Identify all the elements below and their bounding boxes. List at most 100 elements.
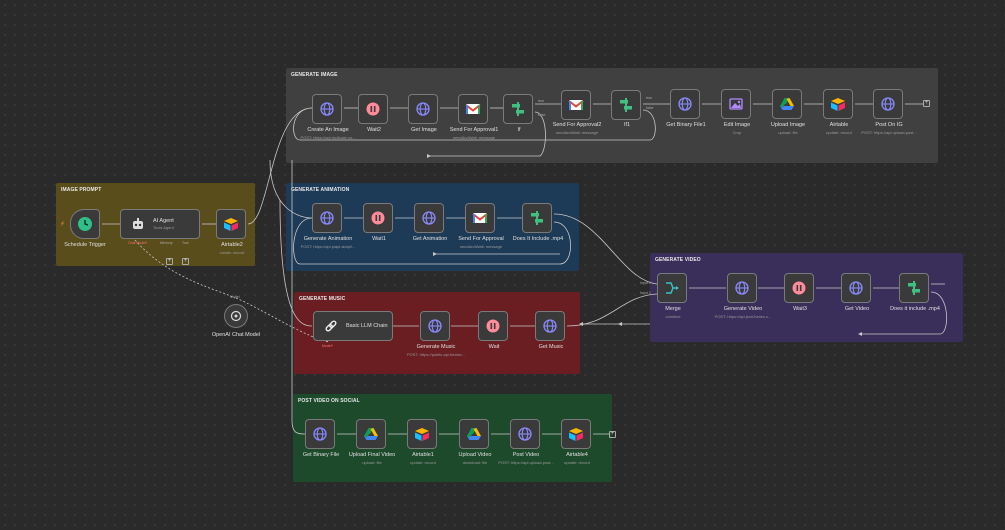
merge-node[interactable] <box>657 273 687 303</box>
send-approval-node[interactable] <box>465 203 495 233</box>
node-sub: download: file <box>462 460 488 465</box>
get-image-node[interactable] <box>408 94 438 124</box>
send-approval1-node[interactable] <box>458 94 488 124</box>
add-node-button[interactable]: + <box>923 100 930 107</box>
group-title: GENERATE VIDEO <box>655 257 701 263</box>
merge-input2-port[interactable]: Input 2 <box>640 291 651 295</box>
globe-icon <box>541 317 559 335</box>
node-label: Airtable2 <box>221 242 243 248</box>
does-it-include-mp4-video-node[interactable] <box>899 273 929 303</box>
robot-icon <box>129 215 147 233</box>
memory-port[interactable]: Memory <box>160 241 173 245</box>
false-branch-label: false <box>538 113 546 117</box>
airtable1-node[interactable] <box>407 419 437 449</box>
generate-animation-node[interactable] <box>312 203 342 233</box>
wait1-node[interactable] <box>363 203 393 233</box>
node-label: Generate Music <box>416 344 456 350</box>
globe-icon <box>420 209 438 227</box>
node-label: Airtable1 <box>412 452 434 458</box>
node-label: Send For Approval <box>458 236 504 242</box>
get-animation-node[interactable] <box>414 203 444 233</box>
node-label: Wait3 <box>793 306 807 312</box>
globe-icon <box>318 100 336 118</box>
gmail-icon <box>567 96 585 114</box>
wait-node[interactable] <box>478 311 508 341</box>
wait2-node[interactable] <box>358 94 388 124</box>
node-label: If1 <box>623 122 631 128</box>
openai-icon <box>227 307 245 325</box>
node-sub: POST: https://api.replicate.co... <box>300 135 356 140</box>
trigger-bolt-icon: ⚡ <box>60 221 65 228</box>
group-title: POST VIDEO ON SOCIAL <box>298 398 360 404</box>
generate-video-node[interactable] <box>727 273 757 303</box>
node-label: Get Music <box>538 344 564 350</box>
post-video-node[interactable] <box>510 419 540 449</box>
does-it-include-mp4-node[interactable] <box>522 203 552 233</box>
ai-agent-node[interactable]: AI Agent Tools Agent <box>120 209 200 239</box>
add-tool-button[interactable]: + <box>182 258 189 265</box>
node-label: Merge <box>665 306 681 312</box>
airtable-icon <box>413 425 431 443</box>
group-title: GENERATE ANIMATION <box>291 187 350 193</box>
basic-llm-chain-node[interactable]: Basic LLM Chain <box>313 311 393 341</box>
airtable-node[interactable] <box>823 89 853 119</box>
if-icon <box>905 279 923 297</box>
node-label: Wait <box>488 344 500 350</box>
node-label: Get Binary File <box>302 452 340 458</box>
clock-icon <box>76 215 94 233</box>
upload-final-video-node[interactable] <box>356 419 386 449</box>
group-title: GENERATE MUSIC <box>299 296 346 302</box>
node-label: AI Agent <box>153 218 174 224</box>
upload-image-node[interactable] <box>772 89 802 119</box>
node-label: Post Video <box>512 452 540 458</box>
edit-image-node[interactable] <box>721 89 751 119</box>
globe-icon <box>516 425 534 443</box>
node-sub: POST: https://api.json2video.c... <box>714 314 772 319</box>
openai-chat-model-node[interactable] <box>224 304 248 328</box>
chat-model-port[interactable]: Chat Model* <box>128 241 148 245</box>
if1-node[interactable] <box>611 90 641 120</box>
get-binary-file1-node[interactable] <box>670 89 700 119</box>
gmail-icon <box>464 100 482 118</box>
node-sub: update: record <box>826 130 852 135</box>
node-label: Post On IG <box>875 122 903 128</box>
node-label: Wait1 <box>372 236 386 242</box>
pause-icon <box>484 317 502 335</box>
add-node-button[interactable]: + <box>609 431 616 438</box>
airtable-icon <box>222 215 240 233</box>
airtable2-node[interactable] <box>216 209 246 239</box>
add-memory-button[interactable]: + <box>166 258 173 265</box>
drive-icon <box>465 425 483 443</box>
image-icon <box>727 95 745 113</box>
group-title: IMAGE PROMPT <box>61 187 102 193</box>
globe-icon <box>879 95 897 113</box>
group-post-video[interactable]: POST VIDEO ON SOCIAL <box>293 394 612 482</box>
globe-icon <box>311 425 329 443</box>
pause-icon <box>369 209 387 227</box>
globe-icon <box>426 317 444 335</box>
create-image-node[interactable] <box>312 94 342 124</box>
tool-port[interactable]: Tool <box>182 241 189 245</box>
post-on-ig-node[interactable] <box>873 89 903 119</box>
node-label: Wait2 <box>367 127 381 133</box>
upload-video-node[interactable] <box>459 419 489 449</box>
wait3-node[interactable] <box>784 273 814 303</box>
true-branch-label: true <box>538 99 545 103</box>
merge-input1-port[interactable]: Input 1 <box>640 281 651 285</box>
merge-icon <box>663 279 681 297</box>
send-approval2-node[interactable] <box>561 90 591 120</box>
get-binary-file-node[interactable] <box>305 419 335 449</box>
generate-music-node[interactable] <box>420 311 450 341</box>
node-sub: combine <box>665 314 681 319</box>
get-video-node[interactable] <box>841 273 871 303</box>
model-port[interactable]: Model* <box>322 344 333 348</box>
airtable4-node[interactable] <box>561 419 591 449</box>
model-port: Model <box>230 295 240 299</box>
true-branch-label: true <box>646 96 653 100</box>
node-label: Generate Animation <box>303 236 353 242</box>
if-node[interactable] <box>503 94 533 124</box>
get-music-node[interactable] <box>535 311 565 341</box>
node-sub: update: record <box>410 460 436 465</box>
schedule-trigger-node[interactable] <box>70 209 100 239</box>
